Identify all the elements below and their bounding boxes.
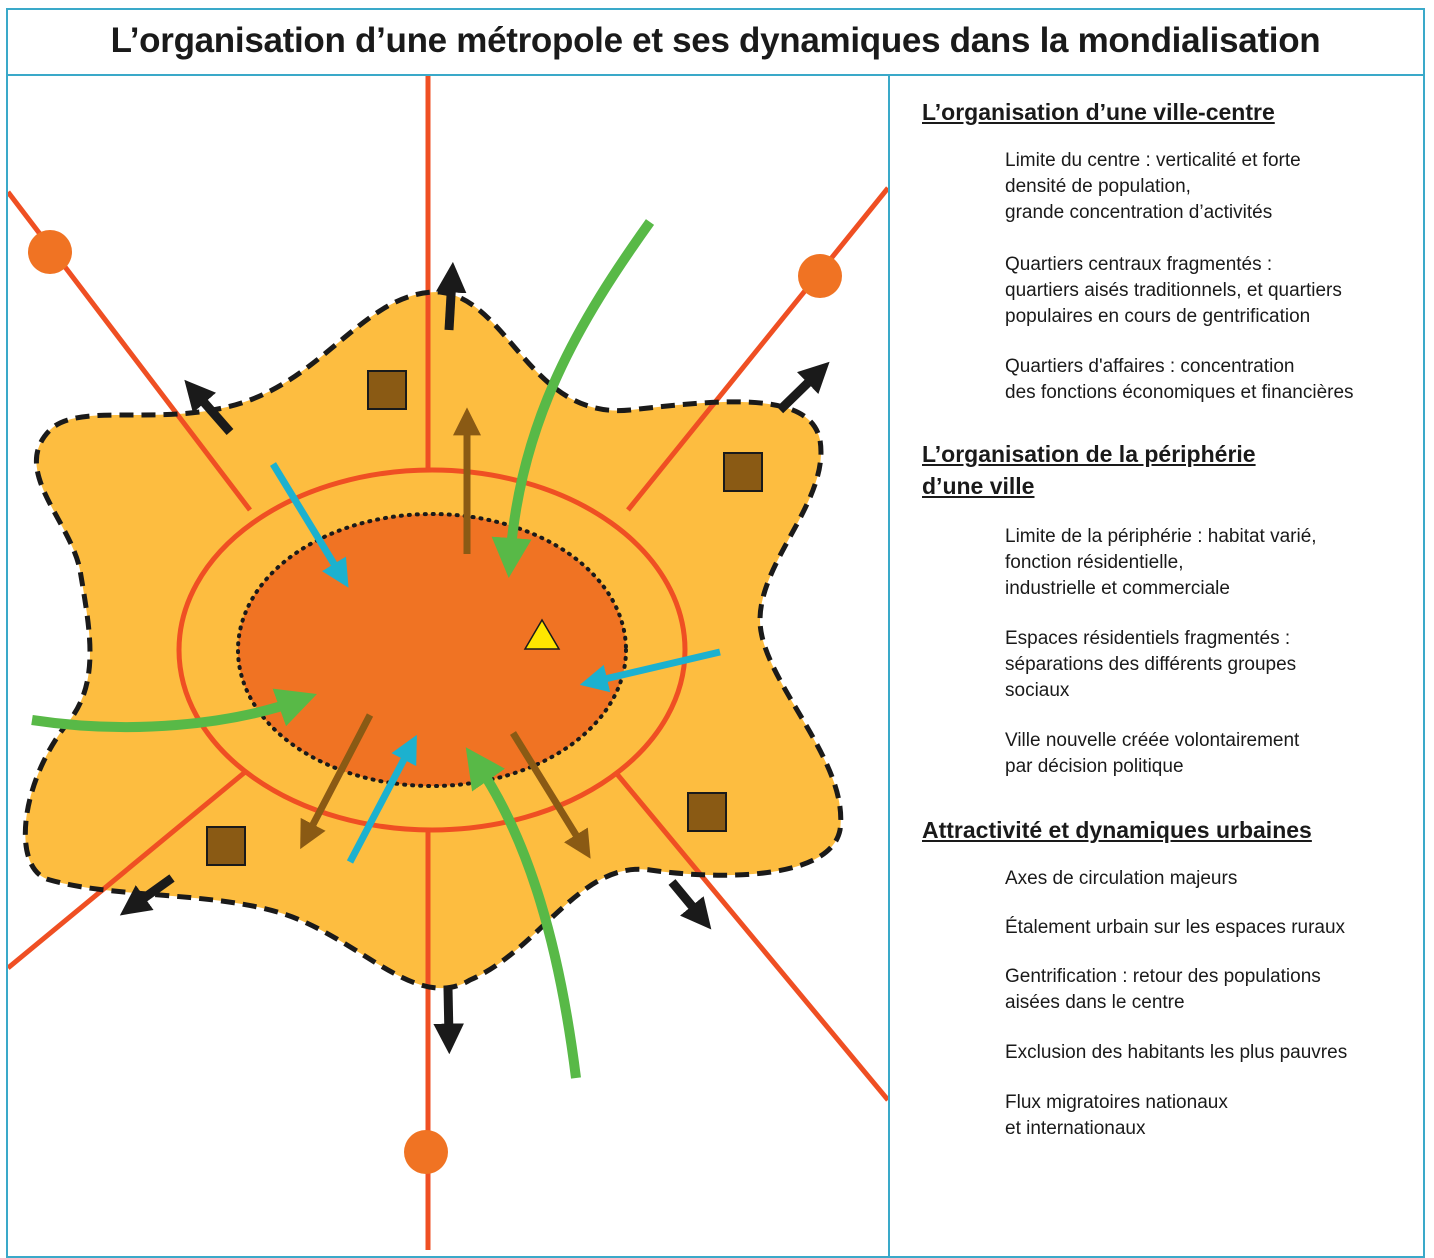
city-centre xyxy=(236,512,628,788)
sprawl-arrow-southeast xyxy=(668,879,712,930)
legend-item-business-districts: Quartiers d'affaires : concentration des… xyxy=(1005,356,1354,403)
new-town-northeast xyxy=(798,254,842,298)
title-bar: L’organisation d’une métropole et ses dy… xyxy=(6,8,1425,76)
sprawl-arrow-south xyxy=(433,987,465,1055)
gentrification-arrows xyxy=(270,462,721,864)
legend-item-urban-sprawl: Étalement urbain sur les espaces ruraux xyxy=(1005,917,1346,938)
panel-divider xyxy=(888,76,890,1256)
legend-item-gentrification: Gentrification : retour des populations … xyxy=(1005,966,1321,1013)
legend-item-periphery-limit: Limite de la périphérie : habitat varié,… xyxy=(1005,526,1317,599)
legend-section-dynamics-title: Attractivité et dynamiques urbaines xyxy=(922,817,1312,843)
legend-section-city-centre-title: L’organisation d’une ville-centre xyxy=(922,99,1275,125)
sprawl-arrow-southwest xyxy=(119,874,175,916)
migration-flow-north xyxy=(491,219,655,578)
gentrification-arrow-east xyxy=(579,648,721,693)
road-southeast xyxy=(610,766,888,1102)
business-district-southwest xyxy=(206,826,246,866)
sprawl-arrow-northwest xyxy=(184,379,234,435)
migration-flows xyxy=(31,219,655,1079)
legend-item-migration-flows: Flux migratoires nationaux et internatio… xyxy=(1005,1092,1228,1139)
sprawl-arrows xyxy=(119,261,830,1055)
exclusion-arrows xyxy=(300,407,591,859)
sprawl-arrow-north xyxy=(435,261,467,331)
legend-item-residential-spaces: Espaces résidentiels fragmentés : sépara… xyxy=(1005,628,1297,701)
legend-item-exclusion: Exclusion des habitants les plus pauvres xyxy=(1005,1042,1348,1063)
migration-flow-south xyxy=(465,747,581,1079)
sprawl-arrow-northeast xyxy=(776,361,830,414)
business-district-east xyxy=(723,452,763,492)
metropolis-diagram xyxy=(8,76,888,1250)
legend-section-periphery-title: L’organisation de la périphérie d’une vi… xyxy=(922,441,1256,499)
new-town-northwest xyxy=(28,230,72,274)
exclusion-arrow-southwest xyxy=(300,713,374,850)
legend-item-centre-limit: Limite du centre : verticalité et forte … xyxy=(1005,150,1301,223)
gentrification-arrow-northwest xyxy=(270,462,349,588)
gentrified-district-triangle xyxy=(523,618,561,650)
business-district-north xyxy=(367,370,407,410)
business-district-southeast xyxy=(687,792,727,832)
migration-flow-west xyxy=(31,688,317,733)
figure-title: L’organisation d’une métropole et ses dy… xyxy=(110,21,1321,60)
legend-item-new-town: Ville nouvelle créée volontairement par … xyxy=(1005,730,1300,777)
road-northeast xyxy=(626,186,888,512)
exclusion-arrow-southeast xyxy=(510,731,591,859)
gentrification-arrow-south xyxy=(346,734,417,864)
road-southwest xyxy=(8,766,252,970)
legend-item-central-districts: Quartiers centraux fragmentés : quartier… xyxy=(1005,254,1342,327)
legend-item-major-roads: Axes de circulation majeurs xyxy=(1005,868,1238,889)
new-town-south xyxy=(404,1130,448,1174)
periphery-limit xyxy=(22,289,844,991)
